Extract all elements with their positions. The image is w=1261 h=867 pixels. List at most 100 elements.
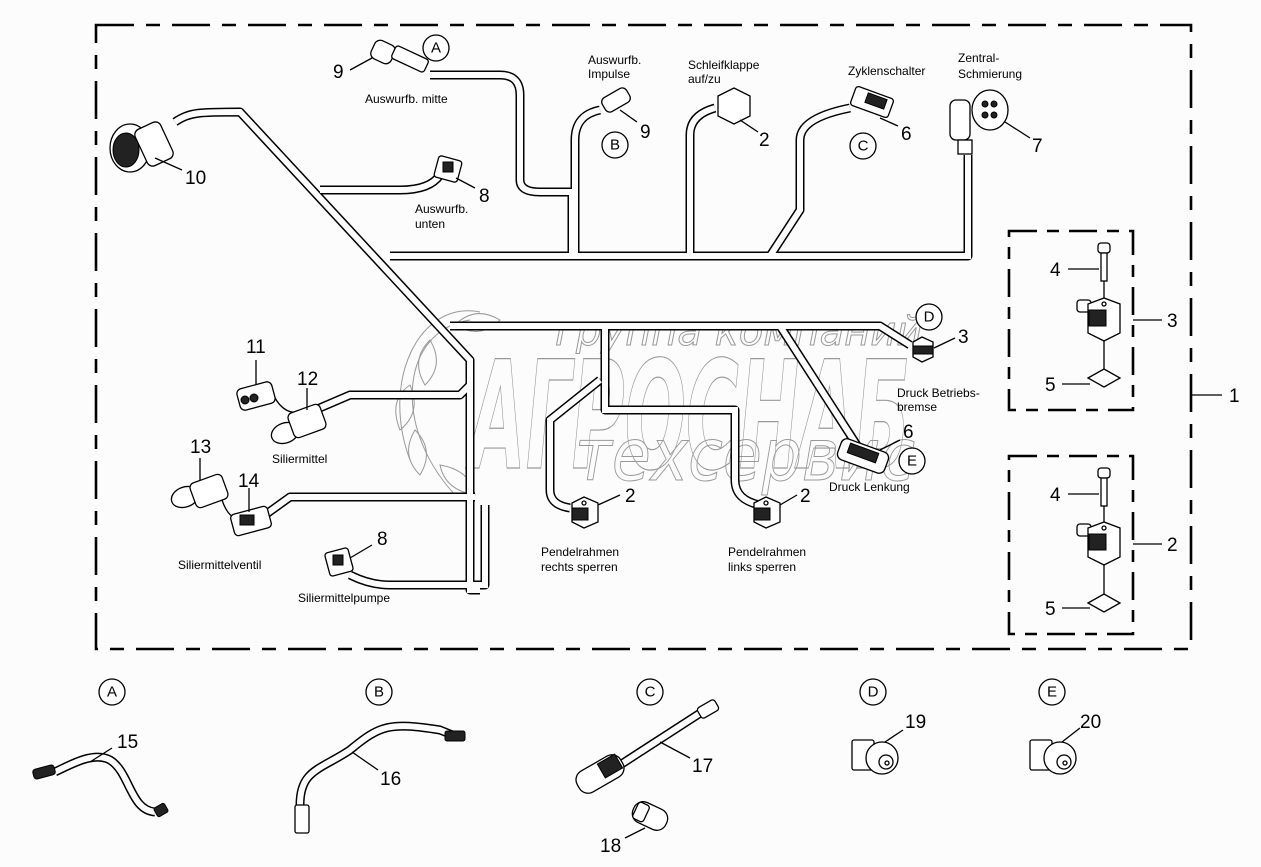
detail-letter-e: E: [1047, 684, 1057, 701]
solenoid-plug-icon: [1076, 297, 1121, 342]
harness-cable-core: [777, 324, 863, 452]
letter-e-circle: [898, 447, 926, 475]
callout-sub-2-5: 5: [1045, 599, 1056, 620]
harness-cable-core: [263, 494, 475, 518]
label-druck-betriebs-1: Druck Betriebs-: [897, 386, 980, 400]
callout-8-auswurfb-unten: 8: [479, 186, 490, 207]
label-auswurfb-mitte: Auswurfb. mitte: [365, 92, 448, 106]
detail-c[interactable]: C 17 18: [572, 678, 720, 857]
connector-6-zyklenschalter[interactable]: 6 C Zyklenschalter: [848, 64, 925, 160]
label-schleifklappe-2: auf/zu: [688, 72, 721, 86]
bolt-icon: [1097, 467, 1111, 526]
harness-cable-core: [313, 382, 473, 413]
connector-8-siliermittelpumpe[interactable]: 8 Siliermittelpumpe: [298, 529, 390, 605]
detail-letter-c: C: [645, 684, 656, 701]
label-siliermittelpumpe: Siliermittelpumpe: [298, 591, 390, 605]
harness-cable-core: [450, 323, 912, 348]
callout-10: 10: [185, 168, 206, 189]
label-zentral-2: Schmierung: [958, 67, 1022, 81]
connector-3-druck-betriebsbremse[interactable]: 3 D Druck Betriebs- bremse: [897, 303, 980, 414]
letter-d-circle: [915, 303, 943, 331]
letter-b-circle: [601, 131, 629, 159]
label-auswurfb-unten-2: unten: [415, 217, 445, 231]
callout-2-pendel-links: 2: [800, 486, 811, 507]
label-druck-lenkung: Druck Lenkung: [829, 480, 910, 494]
letter-d: D: [924, 309, 935, 326]
detail-e[interactable]: E 20: [1029, 678, 1101, 775]
harness-cable-core: [602, 326, 761, 508]
callout-16: 16: [380, 769, 401, 790]
connector-9-b[interactable]: 9 B Auswurfb. Impulse: [588, 53, 651, 159]
sub-assembly-2[interactable]: 2 4 5: [1007, 454, 1178, 636]
connector-2-schleifklappe[interactable]: 2 Schleifklappe auf/zu: [688, 58, 770, 151]
harness-cable-core: [348, 505, 488, 588]
callout-9-a: 9: [333, 62, 344, 83]
callout-6-zyklenschalter: 6: [901, 124, 912, 145]
label-auswurfb-impulse-2: Impulse: [588, 67, 630, 81]
callout-9-b: 9: [640, 122, 651, 143]
callout-20: 20: [1080, 712, 1101, 733]
detail-letter-b: B: [374, 684, 384, 701]
detail-a[interactable]: A 15: [32, 678, 169, 818]
label-zyklenschalter: Zyklenschalter: [848, 64, 925, 78]
label-siliermittel: Siliermittel: [272, 452, 327, 466]
callout-3-druck-betriebsbremse: 3: [958, 327, 969, 348]
watermark-line1: группа компаний: [555, 309, 922, 355]
callout-14: 14: [238, 471, 260, 492]
harness-cable-core: [430, 72, 575, 256]
harness-cable-core: [547, 377, 602, 511]
label-pendel-rechts-2: rechts sperren: [541, 560, 618, 574]
callout-sub-3-5: 5: [1045, 375, 1056, 396]
letter-a: A: [431, 40, 441, 57]
detail-d[interactable]: D 19: [851, 678, 926, 775]
callout-17: 17: [692, 756, 713, 777]
harness-cable-core: [390, 155, 971, 259]
detail-letter-a: A: [107, 684, 117, 701]
detail-b[interactable]: B 16: [294, 678, 466, 834]
connector-13[interactable]: 13: [168, 437, 241, 521]
connector-8-auswurfb-unten[interactable]: 8 Auswurfb. unten: [415, 155, 490, 231]
callout-12: 12: [297, 369, 318, 390]
detail-letter-d: D: [868, 684, 879, 701]
plug-18[interactable]: [629, 798, 671, 833]
harness-cable-core: [572, 107, 601, 256]
connector-2-pendel-links[interactable]: 2 Pendelrahmen links sperren: [728, 486, 811, 574]
connector-11[interactable]: 11: [236, 337, 301, 414]
connector-14-siliermittelventil[interactable]: 14 Siliermittelventil: [178, 471, 272, 572]
harness-cable-core: [767, 105, 851, 258]
callout-13: 13: [190, 437, 211, 458]
callout-sub-3-4: 4: [1050, 260, 1061, 281]
label-zentral-1: Zentral-: [958, 51, 999, 65]
callout-18: 18: [600, 836, 621, 857]
label-schleifklappe-1: Schleifklappe: [688, 58, 760, 72]
label-druck-betriebs-2: bremse: [897, 400, 937, 414]
callout-2-schleifklappe: 2: [759, 130, 770, 151]
letter-a-circle: [422, 34, 450, 62]
harness-cable-core: [687, 105, 716, 256]
letter-c-circle: [849, 132, 877, 160]
seal-icon: [1086, 368, 1122, 388]
label-siliermittelventil: Siliermittelventil: [178, 558, 261, 572]
letter-e: E: [907, 453, 917, 470]
label-auswurfb-impulse-1: Auswurfb.: [588, 53, 641, 67]
harness-cable-core: [173, 108, 480, 593]
connector-2-pendel-rechts[interactable]: 2 Pendelrahmen rechts sperren: [541, 486, 636, 574]
callout-15: 15: [117, 732, 138, 753]
connector-6-druck-lenkung[interactable]: 6 E Druck Lenkung: [829, 422, 926, 494]
bolt-icon: [1097, 242, 1111, 302]
sub-assembly-3[interactable]: 3 4 5: [1007, 229, 1178, 412]
connector-9-a[interactable]: 9 A Auswurfb. mitte: [333, 34, 450, 106]
seal-icon: [1086, 593, 1122, 613]
connector-10[interactable]: 10: [109, 120, 206, 189]
harness-cable-core: [320, 173, 443, 193]
label-pendel-links-2: links sperren: [728, 560, 796, 574]
connector-12-siliermittel[interactable]: 12 Siliermittel: [268, 369, 327, 466]
callout-1: 1: [1229, 386, 1240, 407]
harness-cable: [685, 103, 717, 256]
label-pendel-rechts-1: Pendelrahmen: [541, 545, 619, 559]
main-assembly-frame: [94, 23, 1193, 651]
callout-sub-3: 3: [1167, 311, 1178, 332]
connector-7-zentral-schmierung[interactable]: 7 Zentral- Schmierung: [949, 51, 1043, 157]
label-auswurfb-unten-1: Auswurfb.: [415, 202, 468, 216]
harness-cable: [390, 155, 973, 261]
